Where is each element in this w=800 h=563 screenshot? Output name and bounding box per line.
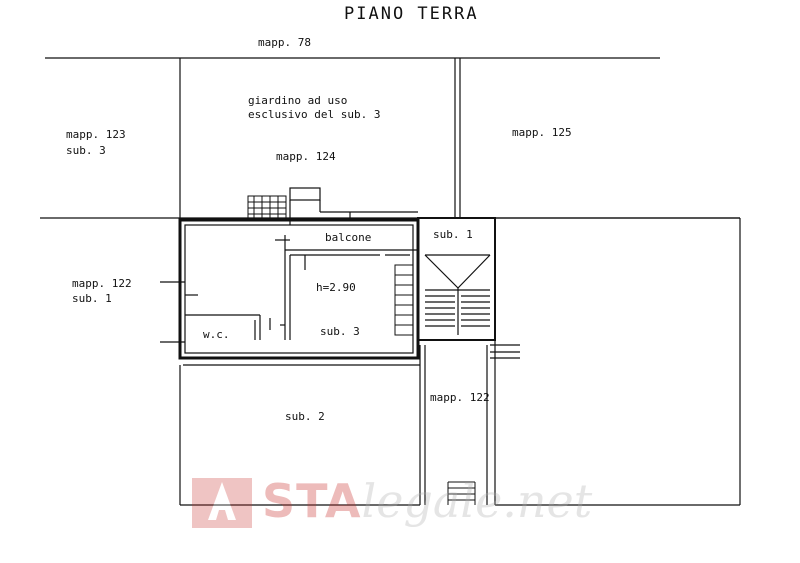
stair-well [417, 217, 520, 359]
label-balcone: balcone [325, 231, 372, 244]
label-mapp-123: mapp. 123 [66, 128, 126, 141]
label-sub-1-top: sub. 1 [433, 228, 473, 241]
label-mapp-125: mapp. 125 [512, 126, 572, 139]
upper-stair [247, 195, 287, 221]
label-sub-1-left: sub. 1 [72, 292, 112, 305]
label-mapp-124: mapp. 124 [276, 150, 336, 163]
label-sub-3-left: sub. 3 [66, 144, 106, 157]
label-mapp-78: mapp. 78 [258, 36, 311, 49]
label-sub-2: sub. 2 [285, 410, 325, 423]
watermark: STAlegale.net [188, 470, 648, 540]
label-mapp-122-center: mapp. 122 [430, 391, 490, 404]
label-height: h=2.90 [316, 281, 356, 294]
chimney [289, 187, 321, 201]
label-wc: w.c. [203, 328, 230, 341]
watermark-logo [192, 478, 252, 528]
label-mapp-122-left: mapp. 122 [72, 277, 132, 290]
internal-stair [394, 264, 414, 336]
lower-stair [447, 481, 476, 505]
label-giardino-1: giardino ad uso [248, 94, 348, 107]
label-sub-3-unit: sub. 3 [320, 325, 360, 338]
page-title: PIANO TERRA [344, 4, 479, 24]
watermark-text: STAlegale.net [262, 474, 593, 528]
label-giardino-2: esclusivo del sub. 3 [248, 108, 381, 121]
